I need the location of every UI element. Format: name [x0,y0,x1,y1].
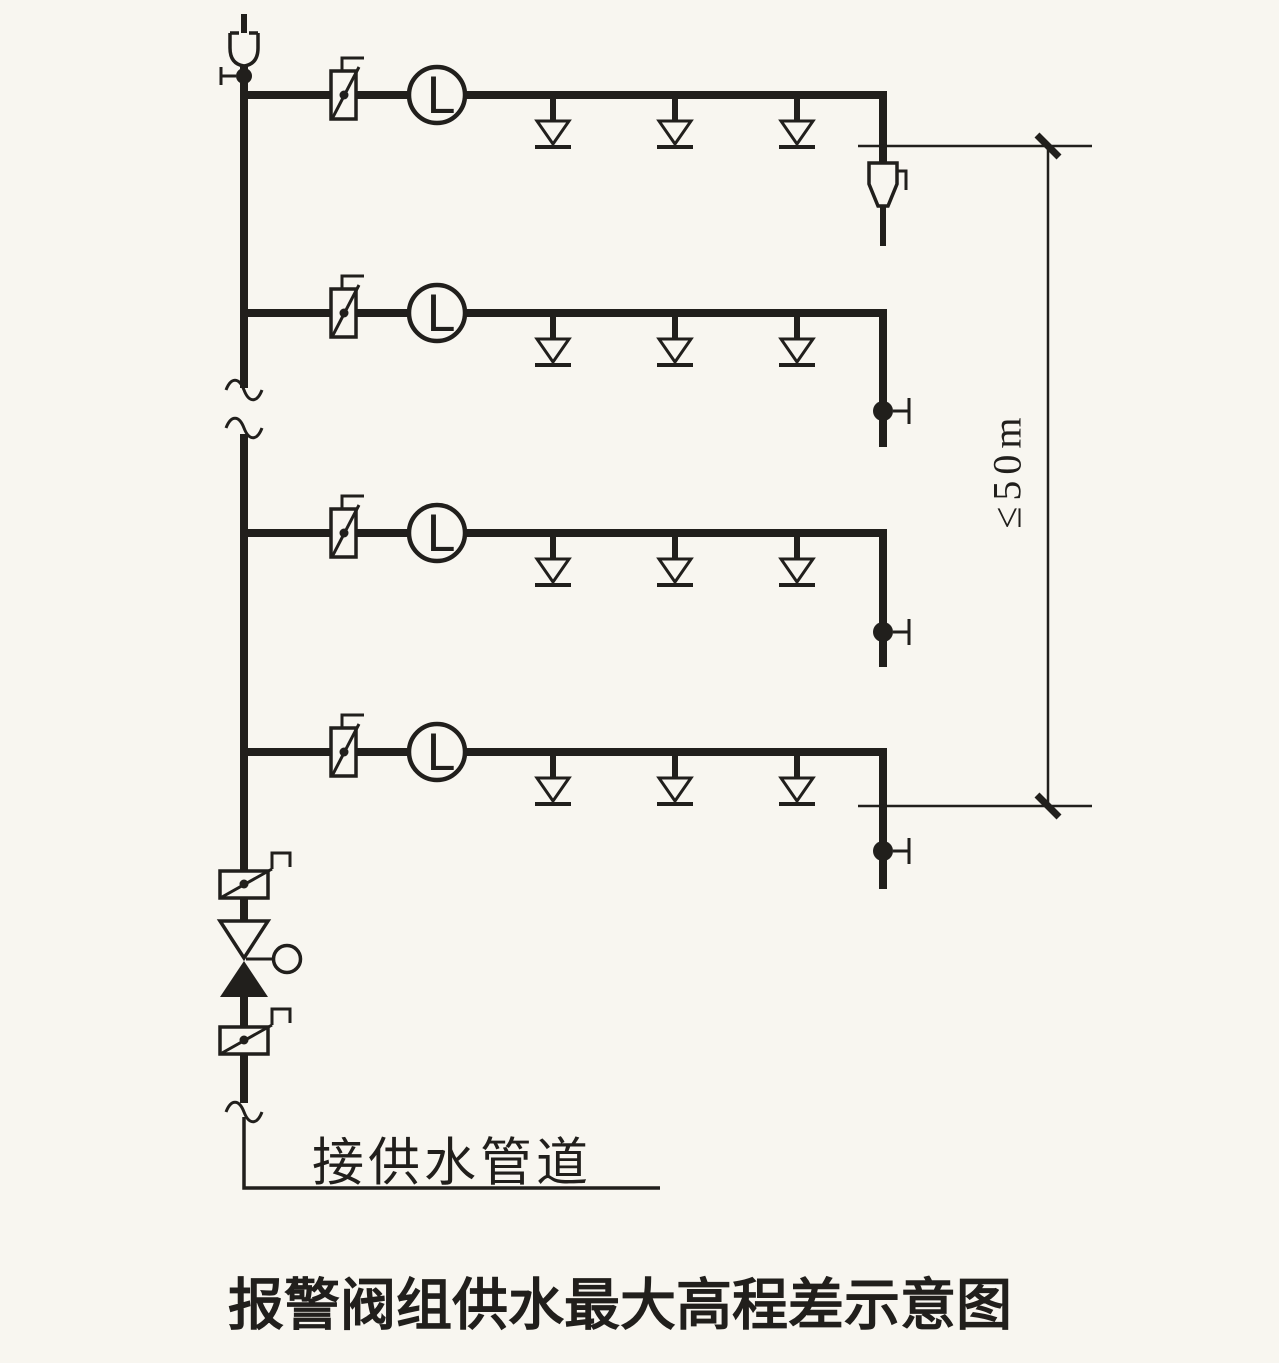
max-elevation-label: ≤50m [984,411,1030,529]
valve-dot [239,1035,249,1045]
air-vent-assembly [219,31,260,85]
valve-body [218,869,270,900]
valve-dot [239,879,249,889]
sprinkler-icon [656,95,694,149]
test-valve-icon [873,398,911,424]
branch-4: L [244,713,911,889]
test-valve-dot [873,841,893,861]
branch-3: L [244,494,911,667]
flow-indicator-letter: L [426,505,454,563]
sprinkler-icon [778,95,816,149]
air-vent-valve-dot [236,68,252,84]
sprinkler-icon [778,752,816,806]
sprinkler-icon [656,752,694,806]
test-valve-handle [893,398,911,424]
pipe-break-icon [224,1100,264,1124]
signal-valve-icon [218,851,292,900]
flow-indicator-icon: L [406,502,468,564]
valve-dot [339,90,349,100]
pipe-break-icon [224,416,264,440]
branch-pipe [465,91,887,163]
diagram-title: 报警阀组供水最大高程差示意图 [228,1273,1012,1337]
funnel-body [867,161,899,208]
air-vent-icon [228,31,260,68]
branch-1: L [244,56,908,246]
signal-valve-icon [329,274,364,339]
branch-2: L [244,274,911,447]
supply-connection-line [242,1117,660,1190]
test-valve-icon [873,838,911,864]
test-valve-handle [893,838,911,864]
valve-flag [340,56,364,71]
test-valve-dot [873,401,893,421]
flow-indicator-circle [406,64,468,126]
test-valve-handle [893,619,911,645]
pressure-gauge-icon [271,943,303,975]
air-vent-valve-handle [219,67,236,85]
alarm-valve-assembly [216,851,303,1056]
funnel-spout [897,169,908,190]
dimension-tick-icon [1034,132,1062,160]
valve-flag [270,1007,292,1025]
signal-valve-icon [329,494,364,559]
sprinkler-icon [778,533,816,587]
riser-pipe [224,14,660,1190]
valve-flag [340,274,364,289]
flow-indicator-letter: L [426,285,454,343]
test-valve-icon [873,619,911,645]
signal-valve-icon [218,1007,292,1056]
signal-valve-icon [329,713,364,778]
sprinkler-icon [778,313,816,367]
flow-indicator-circle [406,721,468,783]
flow-indicator-circle [406,282,468,344]
pipe-break-icon [224,378,264,402]
flow-indicator-icon: L [406,64,468,126]
flow-indicator-circle [406,502,468,564]
sprinkler-icon [656,313,694,367]
dimension-tick-icon [1034,792,1062,820]
sprinkler-icon [534,752,572,806]
flow-indicator-icon: L [406,282,468,344]
flow-indicator-icon: L [406,721,468,783]
valve-flag [340,713,364,728]
sprinkler-icon [534,533,572,587]
sprinkler-icon [656,533,694,587]
drain-funnel-icon [867,161,908,246]
dimension [858,132,1092,820]
flow-indicator-letter: L [426,724,454,782]
valve-flag [340,494,364,509]
test-valve-dot [873,622,893,642]
alarm-valve-lower-triangle [220,961,268,997]
valve-dot [339,308,349,318]
alarm-valve-upper-triangle [216,919,272,962]
supply-pipe-label: 接供水管道 [311,1135,593,1193]
signal-valve-icon [329,56,364,121]
sprinkler-icon [534,95,572,149]
alarm-check-valve-icon [216,919,303,997]
valve-dot [339,528,349,538]
sprinkler-icon [534,313,572,367]
flow-indicator-letter: L [426,67,454,125]
valve-dot [339,747,349,757]
valve-flag [270,851,292,869]
valve-body [218,1025,270,1056]
